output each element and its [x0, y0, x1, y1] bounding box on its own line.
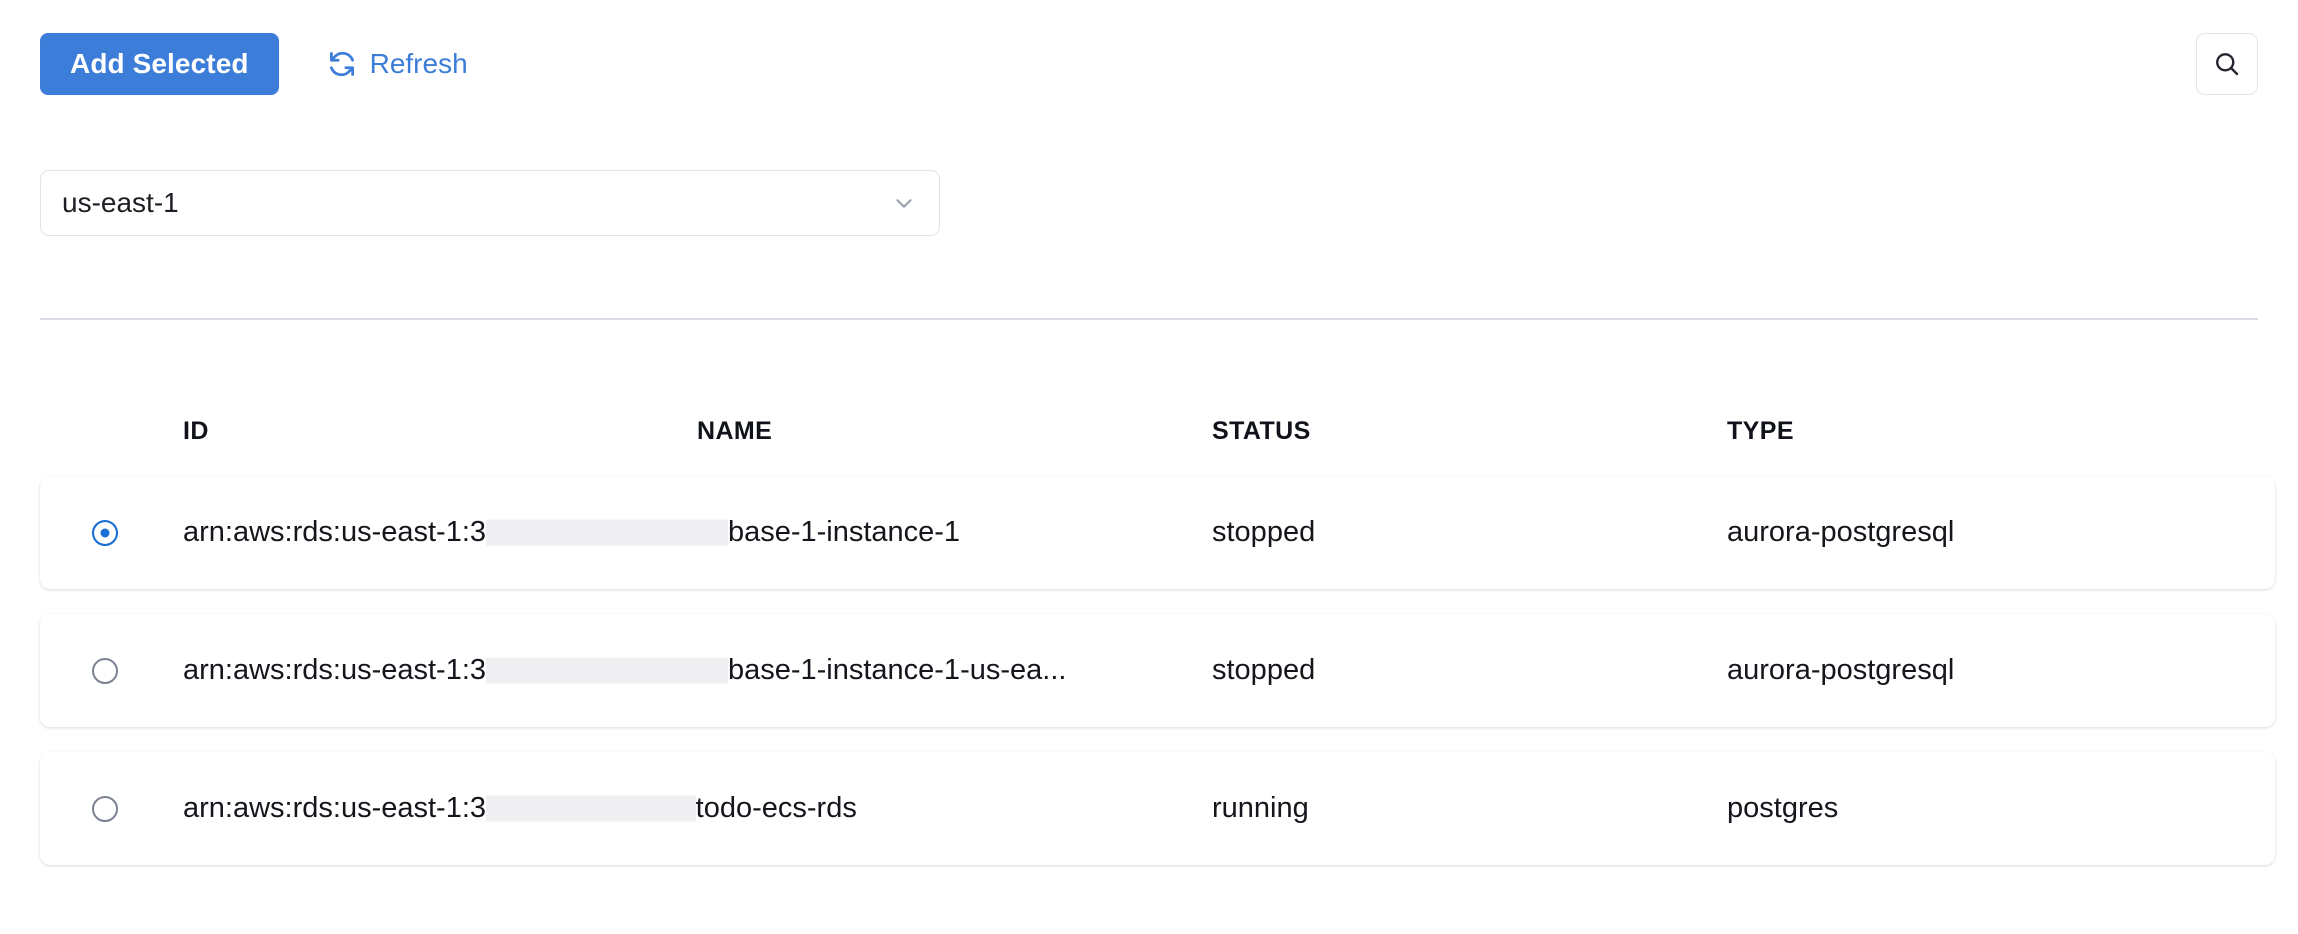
column-header-type: TYPE: [1727, 416, 1794, 445]
row-select-cell[interactable]: [40, 795, 183, 822]
cell-type: aurora-postgresql: [1727, 518, 1955, 547]
section-divider: [40, 318, 2258, 320]
table-header-row: ID NAME STATUS TYPE: [0, 400, 2298, 462]
row-radio-button[interactable]: [92, 795, 118, 822]
table-row[interactable]: arn:aws:rds:us-east-1:397512345678:datab…: [40, 476, 2275, 589]
arn-suffix: base-1-instance-1-us-ea...: [727, 656, 1067, 685]
refresh-icon: [327, 49, 357, 79]
search-icon: [2212, 49, 2242, 79]
cell-type: postgres: [1727, 794, 1839, 823]
arn-prefix: arn:aws:rds:us-east-1:3: [183, 656, 487, 685]
redacted-account-id: 9751234567:db:: [486, 794, 696, 823]
column-header-id: ID: [183, 416, 209, 445]
row-select-cell[interactable]: [40, 519, 183, 546]
row-radio-button[interactable]: [92, 519, 118, 546]
row-select-cell[interactable]: [40, 657, 183, 684]
cell-status: running: [1212, 794, 1309, 823]
add-selected-button[interactable]: Add Selected: [40, 33, 279, 95]
arn-prefix: arn:aws:rds:us-east-1:3: [183, 518, 487, 547]
cell-type: aurora-postgresql: [1727, 656, 1955, 685]
column-header-status: STATUS: [1212, 416, 1311, 445]
refresh-label: Refresh: [369, 48, 468, 79]
redacted-account-id: 97512345678:data: [486, 518, 728, 547]
refresh-button[interactable]: Refresh: [327, 39, 468, 89]
search-button[interactable]: [2196, 33, 2258, 95]
arn-prefix: arn:aws:rds:us-east-1:3: [183, 794, 487, 823]
cell-status: stopped: [1212, 518, 1316, 547]
cell-status: stopped: [1212, 656, 1316, 685]
arn-suffix: todo-ecs-rds: [695, 794, 857, 823]
toolbar: Add Selected Refresh: [40, 33, 2258, 95]
row-radio-button[interactable]: [92, 657, 118, 684]
cell-id: arn:aws:rds:us-east-1:39751234567:db:tod…: [183, 794, 1212, 823]
instances-table: ID NAME STATUS TYPE arn:aws:rds:us-east-…: [0, 400, 2298, 890]
column-header-name: NAME: [697, 416, 773, 445]
table-body: arn:aws:rds:us-east-1:397512345678:datab…: [0, 476, 2298, 865]
region-select-value: us-east-1: [62, 187, 179, 218]
cell-id: arn:aws:rds:us-east-1:397512345678:datab…: [183, 656, 1212, 685]
cell-id: arn:aws:rds:us-east-1:397512345678:datab…: [183, 518, 1212, 547]
chevron-down-icon: [891, 190, 917, 216]
table-row[interactable]: arn:aws:rds:us-east-1:39751234567:db:tod…: [40, 752, 2275, 865]
table-row[interactable]: arn:aws:rds:us-east-1:397512345678:datab…: [40, 614, 2275, 727]
region-select[interactable]: us-east-1: [40, 170, 940, 236]
arn-suffix: base-1-instance-1: [727, 518, 961, 547]
redacted-account-id: 97512345678:data: [486, 656, 728, 685]
